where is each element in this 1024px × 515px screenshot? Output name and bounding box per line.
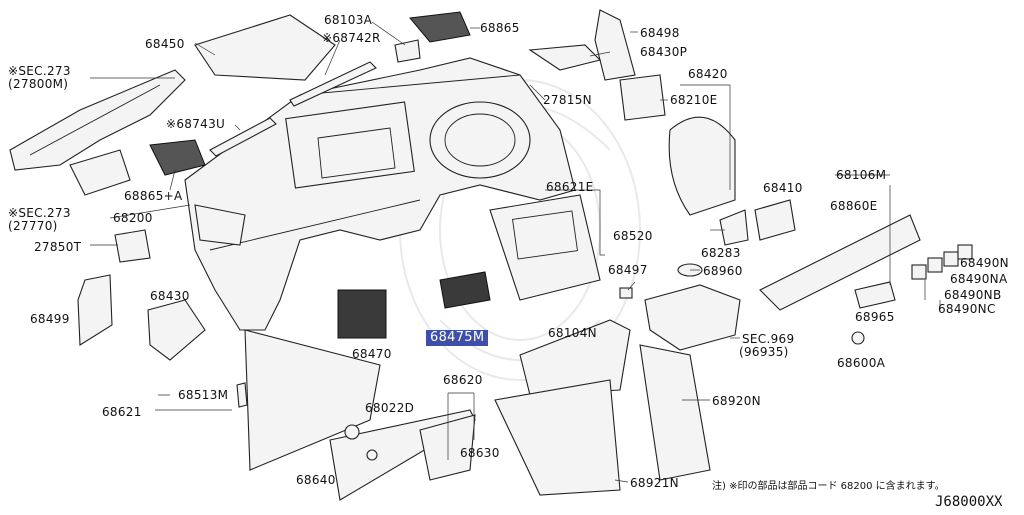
center-console-top: [644, 284, 741, 351]
label-68022D: 68022D: [365, 401, 415, 415]
label-68640: 68640: [296, 473, 336, 487]
part-68420-bezel: [668, 116, 736, 216]
part-68470: [337, 289, 387, 339]
label-68490NA: 68490NA: [950, 272, 1008, 286]
part-68513M: [236, 382, 248, 408]
label-68210E: 68210E: [670, 93, 718, 107]
label-68499: 68499: [30, 312, 70, 326]
part-68865: [409, 11, 471, 43]
left-duct: [9, 69, 186, 196]
label-68743U: ※68743U: [166, 117, 226, 131]
label-sec273-lower-sub: (27770): [8, 219, 58, 233]
label-27815N: 27815N: [543, 93, 592, 107]
part-68965: [854, 281, 896, 309]
part-68283: [719, 209, 749, 246]
label-68498: 68498: [640, 26, 680, 40]
label-68630: 68630: [460, 446, 500, 460]
footnote: 注) ※印の部品は部品コード 68200 に含まれます。: [712, 481, 945, 492]
label-68621E: 68621E: [546, 180, 594, 194]
label-68865A: 68865+A: [124, 189, 183, 203]
label-68104N: 68104N: [548, 326, 597, 340]
part-68106M: [759, 214, 921, 311]
part-27850T: [114, 229, 151, 263]
label-68103A: 68103A: [324, 13, 373, 27]
label-68921N: 68921N: [630, 476, 679, 490]
part-68103A: [394, 39, 421, 63]
part-68920N: [639, 344, 711, 481]
label-sec273-upper-sub: (27800M): [8, 77, 69, 91]
part-68475M: [439, 271, 491, 309]
label-68621: 68621: [102, 405, 142, 419]
label-68430P: 68430P: [640, 45, 688, 59]
part-68497: [619, 287, 633, 299]
label-sec969: SEC.969: [742, 332, 795, 346]
label-sec273-lower: ※SEC.273: [8, 206, 71, 220]
label-sec273-upper: ※SEC.273: [8, 64, 71, 78]
label-68600A: 68600A: [837, 356, 886, 370]
part-68865A: [149, 139, 206, 176]
label-68490N: 68490N: [960, 256, 1009, 270]
part-68420-hood: [619, 74, 666, 121]
label-68860E: 68860E: [830, 199, 878, 213]
label-68490NC: 68490NC: [938, 302, 996, 316]
part-68600A: [851, 331, 865, 345]
part-68410: [754, 199, 796, 241]
label-sec969-sub: (96935): [739, 345, 789, 359]
label-27850T: 27850T: [34, 240, 82, 254]
part-68743U: [209, 117, 277, 157]
label-68420: 68420: [688, 67, 728, 81]
leader-lines: [90, 21, 941, 483]
label-68520: 68520: [613, 229, 653, 243]
part-68022D: [344, 424, 360, 440]
label-68475M-highlighted[interactable]: 68475M: [426, 330, 489, 346]
label-68920N: 68920N: [712, 394, 761, 408]
diagram-code: J68000XX: [935, 494, 1003, 510]
switch-68490: [911, 244, 973, 280]
part-68104N: [519, 319, 631, 396]
label-68742R: ※68742R: [322, 31, 381, 45]
part-68621: [244, 329, 381, 471]
label-68965: 68965: [855, 310, 895, 324]
label-68283: 68283: [701, 246, 741, 260]
part-68742R: [289, 61, 377, 107]
label-68865: 68865: [480, 21, 520, 35]
label-68200: 68200: [113, 211, 153, 225]
label-68620: 68620: [443, 373, 483, 387]
part-68921N: [494, 379, 621, 496]
instrument-panel-68200: [184, 57, 576, 331]
part-68430P: [528, 44, 602, 71]
label-68497: 68497: [608, 263, 648, 277]
part-68520: [489, 194, 601, 301]
label-68450: 68450: [145, 37, 185, 51]
label-68490NB: 68490NB: [944, 288, 1002, 302]
part-68630: [419, 414, 476, 481]
part-68498: [594, 9, 636, 81]
label-68410: 68410: [763, 181, 803, 195]
part-68430: [147, 299, 206, 361]
label-68960: 68960: [703, 264, 743, 278]
label-68106M: 68106M: [836, 168, 887, 182]
label-68470: 68470: [352, 347, 392, 361]
part-68450: [194, 14, 336, 81]
label-68513M: 68513M: [178, 388, 229, 402]
label-68430: 68430: [150, 289, 190, 303]
part-68499: [77, 274, 113, 346]
